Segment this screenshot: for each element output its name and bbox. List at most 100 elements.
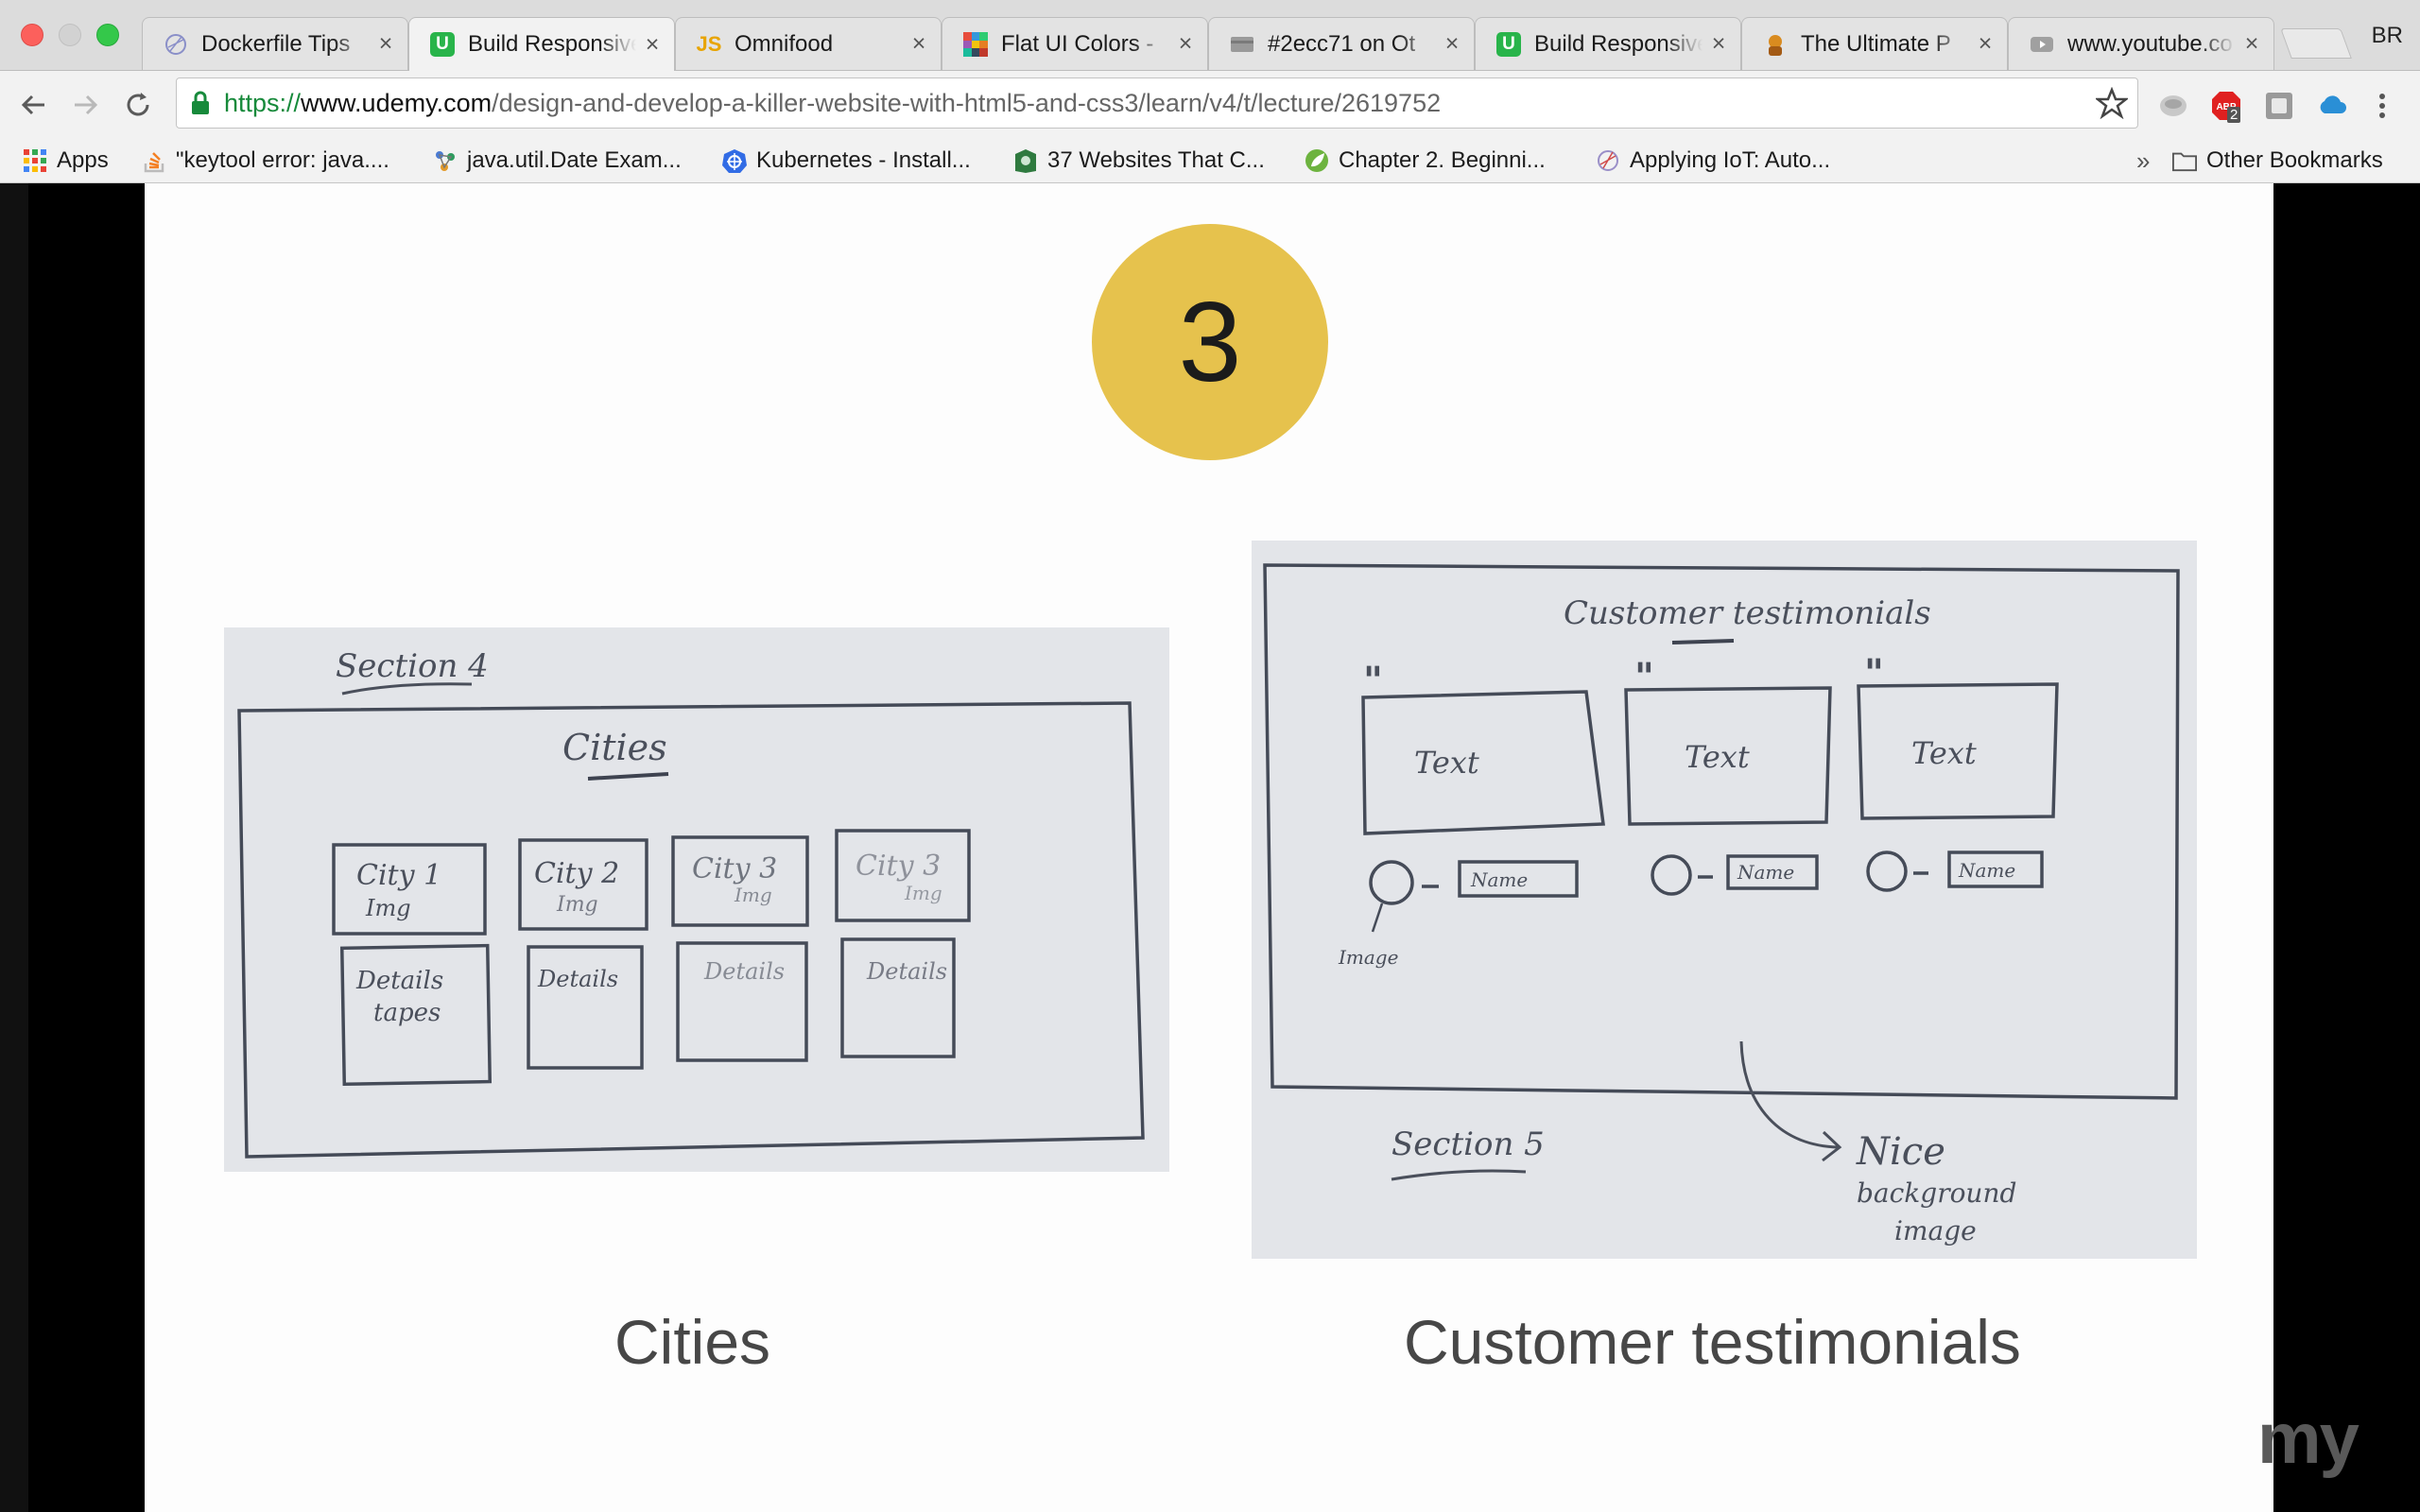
browser-chrome: Dockerfile Tips × U Build Responsive × J… <box>0 0 2420 183</box>
bookmark-keytool-error[interactable]: "keytool error: java.... <box>142 144 389 178</box>
tab-close-icon[interactable]: × <box>1978 30 1993 57</box>
tab-strip: Dockerfile Tips × U Build Responsive × J… <box>0 0 2420 71</box>
details-label: Details <box>703 958 785 985</box>
bookmark-star-icon[interactable] <box>2096 87 2128 119</box>
tab-close-icon[interactable]: × <box>911 30 926 57</box>
step-number-badge: 3 <box>1092 224 1328 460</box>
city-image-label: Img <box>365 895 411 921</box>
testimonials-sketch-image: Customer testimonials " " " Text Text Te… <box>1252 541 2197 1259</box>
testimonial-text: Text <box>1911 735 1977 771</box>
name-label: Name <box>1958 859 2015 882</box>
docker-doc-icon <box>164 32 188 57</box>
details-label: Details <box>866 958 947 985</box>
arrow-left-icon <box>21 94 44 115</box>
bookmark-chapter-2[interactable]: Chapter 2. Beginni... <box>1305 144 1546 178</box>
url-scheme: https:// <box>224 88 302 117</box>
tab-close-icon[interactable]: × <box>378 30 393 57</box>
city-label: City 3 <box>692 852 777 885</box>
tab-the-ultimate[interactable]: The Ultimate P × <box>1741 17 2008 70</box>
tab-close-icon[interactable]: × <box>645 30 660 58</box>
details-label: Details <box>537 966 618 992</box>
java-icon <box>433 148 458 173</box>
new-tab-button[interactable] <box>2280 28 2352 59</box>
testimonial-text: Text <box>1414 745 1479 781</box>
js-icon: JS <box>696 31 722 56</box>
apps-grid-icon <box>23 148 47 173</box>
section-label: Section 5 <box>1392 1125 1545 1163</box>
name-label: Name <box>1470 868 1528 891</box>
shield-icon <box>1013 148 1038 173</box>
reload-button[interactable] <box>119 86 157 124</box>
tab-dockerfile-tips[interactable]: Dockerfile Tips × <box>142 17 408 70</box>
kubernetes-icon <box>722 148 747 173</box>
profile-label[interactable]: BR <box>2371 23 2403 48</box>
city-image-label: Img <box>904 882 942 904</box>
city-image-label: Img <box>556 893 598 917</box>
lock-icon <box>192 91 209 114</box>
other-bookmarks-folder[interactable]: Other Bookmarks <box>2172 144 2383 178</box>
flat-ui-icon <box>963 31 988 57</box>
zoom-window-button[interactable] <box>96 24 119 46</box>
bookmark-kubernetes[interactable]: Kubernetes - Install... <box>722 144 971 178</box>
tab-omnifood[interactable]: JS Omnifood × <box>675 17 942 70</box>
menu-kebab-icon[interactable] <box>2371 90 2394 122</box>
note-text: image <box>1894 1215 1977 1246</box>
forward-button[interactable] <box>66 86 104 124</box>
section-label: Section 4 <box>336 647 489 685</box>
udemy-icon: U <box>430 32 455 57</box>
udemy-watermark: my <box>2257 1399 2360 1479</box>
note-text: Nice <box>1856 1130 1945 1174</box>
lecture-slide: 3 Section 4 Cities City 1 City 2 City 3 … <box>145 183 2273 1512</box>
tab-close-icon[interactable]: × <box>1178 30 1193 57</box>
url-path: /design-and-develop-a-killer-website-wit… <box>492 88 1442 117</box>
arrow-right-icon <box>75 94 98 115</box>
video-player[interactable]: 3 Section 4 Cities City 1 City 2 City 3 … <box>0 183 2420 1512</box>
tab-youtube[interactable]: www.youtube.co × <box>2008 17 2274 70</box>
ghostery-icon[interactable] <box>2157 90 2189 122</box>
bookmark-apps[interactable]: Apps <box>23 144 109 178</box>
tab-close-icon[interactable]: × <box>1444 30 1460 57</box>
city-label: City 1 <box>356 859 441 892</box>
quote-mark: " <box>1864 651 1884 696</box>
minimize-window-button[interactable] <box>59 24 81 46</box>
color-swatch-icon <box>1230 32 1254 57</box>
city-label: City 3 <box>856 850 941 883</box>
city-label: City 2 <box>534 857 619 890</box>
tab-2ecc71[interactable]: #2ecc71 on Ot × <box>1208 17 1475 70</box>
adblock-icon[interactable]: ABP 2 <box>2210 90 2242 123</box>
cloud-icon[interactable] <box>2316 90 2348 122</box>
caption-testimonials: Customer testimonials <box>1404 1307 2021 1377</box>
tab-build-responsive-active[interactable]: U Build Responsive × <box>408 17 675 71</box>
tab-build-responsive[interactable]: U Build Responsive × <box>1475 17 1741 70</box>
name-label: Name <box>1737 861 1794 884</box>
cities-sketch-image: Section 4 Cities City 1 City 2 City 3 Ci… <box>224 627 1169 1172</box>
note-text: background <box>1857 1177 2016 1209</box>
tab-close-icon[interactable]: × <box>1711 30 1726 57</box>
ultimate-icon <box>1763 32 1788 57</box>
bookmark-37-websites[interactable]: 37 Websites That C... <box>1013 144 1265 178</box>
folder-icon <box>2172 148 2197 173</box>
iot-icon <box>1596 148 1620 173</box>
adblock-badge: 2 <box>2227 107 2241 123</box>
testimonial-text: Text <box>1685 739 1750 775</box>
image-label: Image <box>1338 946 1398 969</box>
youtube-icon <box>2030 32 2054 57</box>
quote-mark: " <box>1634 655 1654 699</box>
svg-text:ABP: ABP <box>2216 102 2236 112</box>
back-button[interactable] <box>15 86 53 124</box>
video-letterbox <box>0 183 28 1512</box>
bookmark-java-util-date[interactable]: java.util.Date Exam... <box>433 144 682 178</box>
url-host: www.udemy.com <box>301 88 493 117</box>
testimonials-heading: Customer testimonials <box>1564 594 1931 632</box>
close-window-button[interactable] <box>21 24 43 46</box>
bookmark-applying-iot[interactable]: Applying IoT: Auto... <box>1596 144 1830 178</box>
udemy-icon: U <box>1496 31 1521 57</box>
details-label: tapes <box>373 999 441 1027</box>
bookmarks-bar: Apps "keytool error: java.... java.util.… <box>0 138 2420 183</box>
address-bar[interactable]: https://www.udemy.com/design-and-develop… <box>176 77 2138 129</box>
tab-close-icon[interactable]: × <box>2244 30 2259 57</box>
city-image-label: Img <box>734 884 772 906</box>
bookmarks-overflow-button[interactable]: » <box>2136 146 2151 175</box>
tab-flat-ui-colors[interactable]: Flat UI Colors - × <box>942 17 1208 70</box>
extension-grey-icon[interactable] <box>2263 90 2295 122</box>
